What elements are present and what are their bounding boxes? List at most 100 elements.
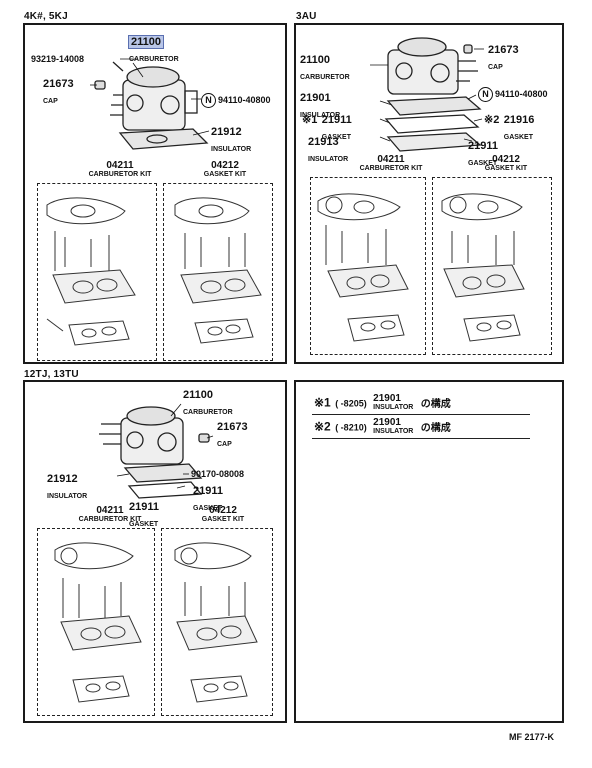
- gasket-kit-box: [163, 183, 273, 361]
- note1-marker: ※1: [314, 395, 331, 410]
- insulator-part-label[interactable]: 21912 INSULATOR: [47, 470, 87, 502]
- gasket-21916-number: 21916: [503, 114, 535, 126]
- gasket-kit-name: GASKET KIT: [203, 171, 247, 178]
- cap-part-name: CAP: [43, 98, 58, 105]
- cap-part-number: 21673: [43, 78, 74, 90]
- gasket-lower-name: GASKET: [129, 521, 159, 528]
- insulator-part-label[interactable]: 21912 INSULATOR: [211, 123, 251, 155]
- carburetor-illustration-4k: [46, 58, 262, 346]
- carburetor-kit-number: 04211: [106, 160, 134, 171]
- carburetor-part-label[interactable]: 21100 CARBURETOR: [300, 51, 350, 83]
- note2-part-number: 21901: [373, 417, 401, 428]
- gasket-lower-number: 21911: [129, 501, 159, 513]
- carburetor-kit-label[interactable]: 04211 CARBURETOR KIT: [346, 154, 436, 173]
- carburetor-kit-label[interactable]: 04211 CARBURETOR KIT: [75, 160, 165, 179]
- gasket-21911-lower-name: GASKET: [468, 160, 498, 167]
- insulator-21913-number: 21913: [308, 136, 339, 148]
- gasket-kit-name: GASKET KIT: [201, 516, 245, 523]
- panel-3au: 21100 CARBURETOR 21673 CAP 21901 INSULAT…: [294, 23, 564, 364]
- carburetor-part-label[interactable]: 21100 CARBURETOR: [183, 386, 233, 418]
- carburetor-kit-label[interactable]: 04211 CARBURETOR KIT: [65, 505, 155, 524]
- nut-n-marker-icon: N: [478, 87, 493, 102]
- gasket-upper-name: GASKET: [193, 505, 223, 512]
- carburetor-part-number: 21100: [300, 54, 330, 66]
- cap-part-name: CAP: [488, 64, 503, 71]
- gasket-21916-name: GASKET: [503, 134, 533, 141]
- gasket-note1-label[interactable]: ※1 21911 GASKET: [302, 111, 352, 143]
- gasket-kit-name: GASKET KIT: [484, 165, 528, 172]
- carburetor-kit-number: 04211: [96, 505, 124, 516]
- note-divider: [312, 414, 530, 415]
- carburetor-kit-number: 04211: [377, 154, 405, 165]
- gasket-kit-label[interactable]: 04212 GASKET KIT: [185, 160, 265, 179]
- carburetor-part-label[interactable]: 21100 CARBURETOR: [128, 33, 179, 65]
- insulator-21913-label[interactable]: 21913 INSULATOR: [308, 133, 348, 165]
- note2-marker: ※2: [314, 419, 331, 434]
- note1-part-name: INSULATOR: [373, 404, 414, 411]
- section-header-12tj-13tu: 12TJ, 13TU: [24, 369, 79, 380]
- nut-part-number: 94110-40800: [495, 88, 548, 99]
- insulator-part-number: 21912: [47, 473, 78, 485]
- carburetor-kit-name: CARBURETOR KIT: [359, 165, 423, 172]
- catalog-page-code: MF 2177-K: [508, 732, 554, 742]
- insulator-part-name: INSULATOR: [47, 493, 88, 500]
- cap-part-name: CAP: [217, 441, 232, 448]
- note-row-2: ※2 ( -8210) 21901 INSULATOR の構成: [314, 417, 451, 436]
- cap-part-label[interactable]: 21673 CAP: [217, 418, 248, 450]
- note2-range: ( -8210): [335, 422, 367, 433]
- panel-notes: ※1 ( -8205) 21901 INSULATOR の構成 ※2 ( -82…: [294, 380, 564, 723]
- carburetor-kit-name: CARBURETOR KIT: [78, 516, 142, 523]
- insulator-21901-number: 21901: [300, 92, 331, 104]
- gasket-kit-number: 04212: [492, 154, 520, 165]
- gasket-kit-label[interactable]: 04212 GASKET KIT: [466, 154, 546, 173]
- nut-n-marker-icon: N: [201, 93, 216, 108]
- gasket-note2-label[interactable]: ※2 21916 GASKET: [484, 111, 534, 143]
- nut-part-number: 94110-40800: [218, 94, 271, 105]
- panel-4k-5kj: 21100 CARBURETOR 93219-14008 21673 CAP N…: [23, 23, 287, 364]
- carburetor-kit-box: [310, 177, 426, 355]
- insulator-part-name: INSULATOR: [211, 146, 252, 153]
- gasket-upper-label[interactable]: 21911 GASKET: [193, 482, 223, 514]
- gasket-kit-box: [432, 177, 552, 355]
- insulator-part-number: 21912: [211, 126, 242, 138]
- note2-marker: ※2: [484, 114, 500, 126]
- gasket-kit-number: 04212: [209, 505, 237, 516]
- carburetor-part-name: CARBURETOR: [129, 56, 179, 63]
- bolt-part-number[interactable]: 90170-08008: [191, 469, 245, 479]
- gasket-kit-label[interactable]: 04212 GASKET KIT: [183, 505, 263, 524]
- panel-12tj-13tu: 21100 CARBURETOR 21673 CAP 21912 INSULAT…: [23, 380, 287, 723]
- carburetor-kit-box: [37, 183, 157, 361]
- note2-part-name: INSULATOR: [373, 428, 414, 435]
- gasket-21911-lower-label[interactable]: 21911 GASKET: [468, 137, 498, 169]
- note-row-1: ※1 ( -8205) 21901 INSULATOR の構成: [314, 394, 451, 412]
- carburetor-part-number: 21100: [128, 35, 164, 49]
- gasket-upper-number: 21911: [193, 485, 223, 497]
- note2-composition-text: の構成: [420, 422, 451, 434]
- carburetor-illustration-12tj: [54, 403, 258, 703]
- insulator-21913-name: INSULATOR: [308, 156, 349, 163]
- cap-part-label[interactable]: 21673 CAP: [488, 41, 519, 73]
- gasket-21911-name: GASKET: [321, 134, 351, 141]
- gasket-21911-number: 21911: [321, 114, 352, 126]
- gasket-kit-number: 04212: [211, 160, 239, 171]
- section-header-4k-5kj: 4K#, 5KJ: [24, 11, 68, 22]
- cap-part-number: 21673: [488, 44, 519, 56]
- screw-part-number[interactable]: 93219-14008: [31, 54, 85, 64]
- insulator-21901-name: INSULATOR: [300, 112, 341, 119]
- carburetor-kit-box: [37, 528, 155, 716]
- carburetor-part-name: CARBURETOR: [183, 409, 233, 416]
- note1-composition-text: の構成: [420, 398, 451, 410]
- note-divider: [312, 438, 530, 439]
- carburetor-part-number: 21100: [183, 389, 213, 401]
- insulator-21901-label[interactable]: 21901 INSULATOR: [300, 89, 340, 121]
- cap-part-number: 21673: [217, 421, 248, 433]
- gasket-lower-label[interactable]: 21911 GASKET: [129, 498, 159, 530]
- note1-marker: ※1: [302, 114, 318, 126]
- section-header-3au: 3AU: [296, 11, 317, 22]
- carburetor-kit-name: CARBURETOR KIT: [88, 171, 152, 178]
- cap-part-label[interactable]: 21673 CAP: [43, 75, 74, 107]
- gasket-21911-lower-number: 21911: [468, 140, 498, 152]
- gasket-kit-box: [161, 528, 273, 716]
